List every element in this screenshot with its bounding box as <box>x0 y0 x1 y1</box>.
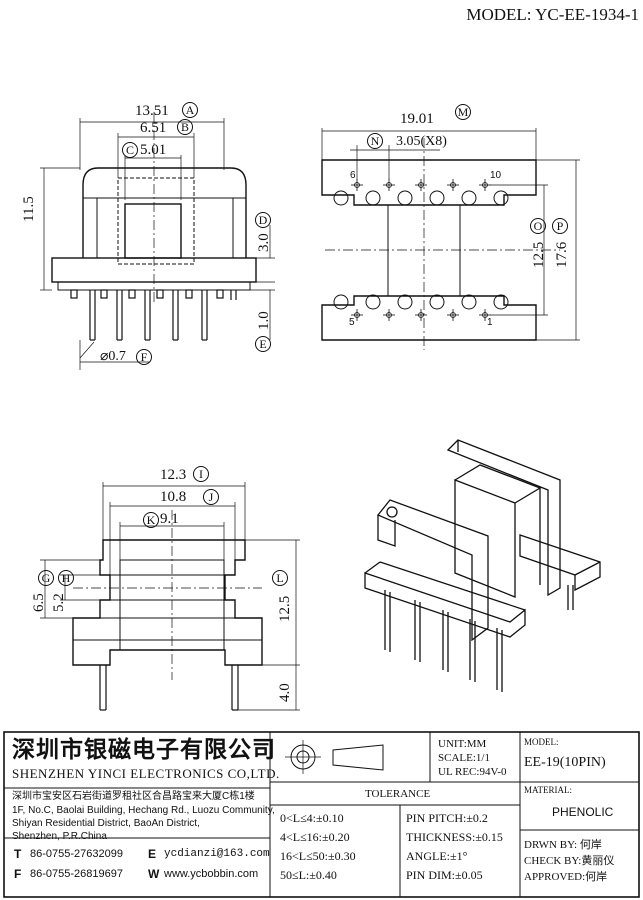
address-en-1: 1F, No.C, Baolai Building, Hechang Rd., … <box>12 805 275 816</box>
dim-pin-length: 4.0 <box>277 683 293 702</box>
web-label: W <box>148 867 160 881</box>
tolerance-row-3: 16<L≤50:±0.30 <box>280 849 356 863</box>
dim-f-value: ⌀0.7 <box>100 349 126 364</box>
dim-g-value: 6.5 <box>31 593 47 612</box>
dim-p-letter: P <box>552 218 568 234</box>
dim-f-letter: F <box>136 349 152 365</box>
dim-overall-height: 11.5 <box>21 196 37 222</box>
angle-tolerance: ANGLE:±1° <box>406 849 468 863</box>
dim-c-letter: C <box>122 142 138 158</box>
ul-rec: UL REC:94V-0 <box>438 766 507 778</box>
model-value: EE-19(10PIN) <box>524 755 606 770</box>
pin-number-10: 10 <box>490 170 502 181</box>
company-name-en: SHENZHEN YINCI ELECTRONICS CO,LTD. <box>12 766 280 781</box>
model-label: MODEL: <box>524 737 559 747</box>
dim-m-value: 19.01 <box>400 111 434 127</box>
dim-e-letter: E <box>255 336 271 352</box>
dim-d-value: 3.0 <box>256 233 272 252</box>
material-label: MATERIAL: <box>524 785 572 795</box>
fax-label: F <box>14 867 22 881</box>
address-cn: 深圳市宝安区石岩街道罗租社区合昌路宝来大厦C栋1楼 <box>12 791 255 802</box>
dim-k-value: 9.1 <box>160 511 179 527</box>
dim-k-letter: K <box>143 512 159 528</box>
company-name-cn: 深圳市银磁电子有限公司 <box>12 737 276 762</box>
dim-c-value: 5.01 <box>140 142 167 158</box>
dim-b-value: 6.51 <box>140 120 167 136</box>
material-value: PHENOLIC <box>552 805 614 819</box>
scale: SCALE:1/1 <box>438 752 490 764</box>
pin-number-1: 1 <box>487 317 493 328</box>
tolerance-row-1: 0<L≤4:±0.10 <box>280 811 344 825</box>
address-en-3: Shenzhen, P.R.China <box>12 831 107 842</box>
dim-o-letter: O <box>530 218 546 234</box>
tel-number: 86-0755-27632099 <box>30 848 123 860</box>
dim-j-letter: J <box>203 489 219 505</box>
tolerance-row-2: 4<L≤16:±0.20 <box>280 830 350 844</box>
thickness-tolerance: THICKNESS:±0.15 <box>406 830 503 844</box>
dim-o-value: 12.5 <box>531 241 547 268</box>
front-view <box>40 112 275 370</box>
dim-b-letter: B <box>177 119 193 135</box>
fax-number: 86-0755-26819697 <box>30 868 123 880</box>
dim-h-letter: H <box>58 570 74 586</box>
pin-number-5: 5 <box>349 317 355 328</box>
tolerance-row-4: 50≤L:±0.40 <box>280 868 337 882</box>
pin-number-6: 6 <box>350 170 356 181</box>
isometric-view <box>364 439 601 692</box>
approved-by: APPROVED:何岸 <box>524 871 608 883</box>
dim-p-value: 17.6 <box>554 241 570 268</box>
address-en-2: Shiyan Residential District, BaoAn Distr… <box>12 818 200 829</box>
side-view <box>40 482 300 711</box>
dim-l-letter: L <box>272 570 288 586</box>
model-header: MODEL: YC-EE-1934-1 <box>466 5 639 24</box>
dim-a-letter: A <box>182 102 198 118</box>
title-block-frame <box>3 731 640 898</box>
dim-d-letter: D <box>255 212 271 228</box>
dim-n-letter: N <box>367 133 383 149</box>
pin-pitch-tolerance: PIN PITCH:±0.2 <box>406 811 488 825</box>
dim-a-value: 13.51 <box>135 103 169 119</box>
drawn-by: DRWN BY: 何岸 <box>524 839 602 851</box>
top-view <box>321 128 580 350</box>
website-link[interactable]: www.ycbobbin.com <box>164 868 259 880</box>
dim-i-value: 12.3 <box>160 467 187 483</box>
dim-l-value: 12.5 <box>277 595 293 622</box>
email-address[interactable]: ycdianzi@163.com <box>164 848 270 860</box>
dim-n-value: 3.05(X8) <box>396 134 447 149</box>
tel-label: T <box>14 847 22 861</box>
dim-j-value: 10.8 <box>160 489 187 505</box>
dim-h-value: 5.2 <box>51 593 67 612</box>
pin-dim-tolerance: PIN DIM:±0.05 <box>406 868 483 882</box>
unit: UNIT:MM <box>438 738 487 750</box>
email-label: E <box>148 847 157 861</box>
dim-m-letter: M <box>455 104 471 120</box>
tolerance-title: TOLERANCE <box>365 788 431 800</box>
dim-g-letter: G <box>38 570 54 586</box>
dim-e-value: 1.0 <box>256 311 272 330</box>
dim-i-letter: I <box>193 466 209 482</box>
check-by: CHECK BY:黄丽仪 <box>524 855 615 867</box>
